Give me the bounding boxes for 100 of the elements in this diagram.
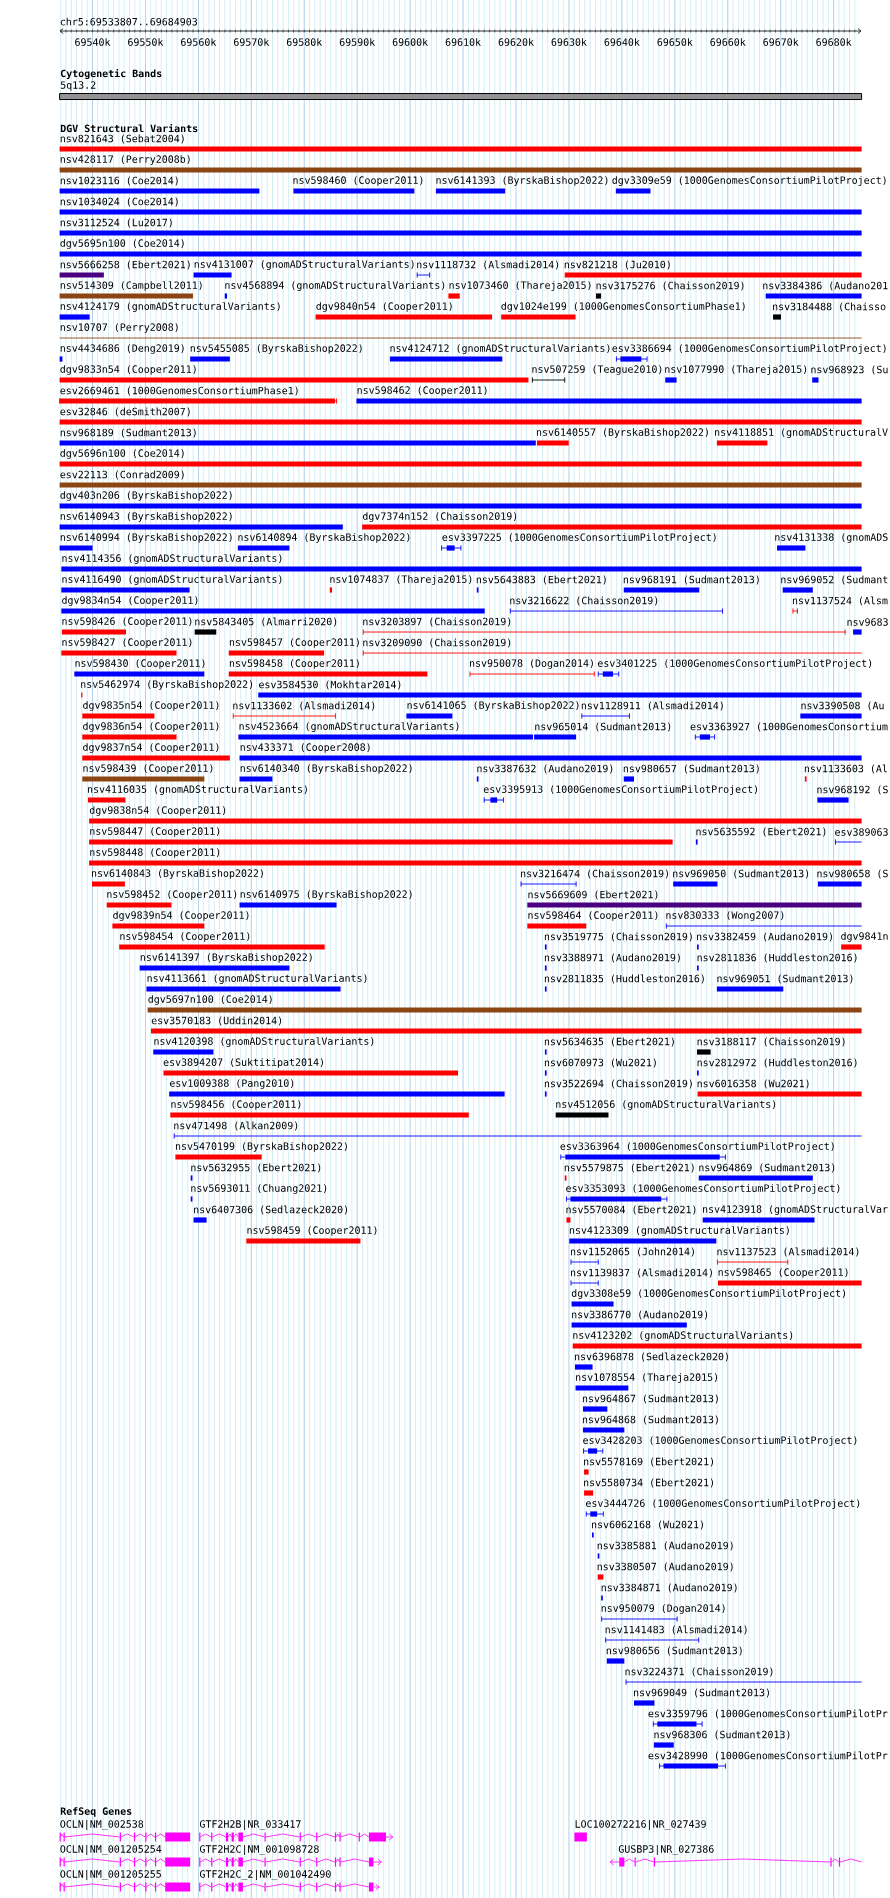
tick-label: 69550k xyxy=(128,38,164,46)
gene-label: OCLN|NM_002538 xyxy=(60,1820,144,1830)
variant-label: nsv6070973 (Wu2021) xyxy=(544,1058,656,1068)
variant-label: esv3584530 (Mokhtar2014) xyxy=(259,680,401,690)
variant-label: nsv598448 (Cooper2011) xyxy=(90,848,220,858)
variant-label: nsv598430 (Cooper2011) xyxy=(75,659,205,669)
gene-label: GUSBP3|NR_027386 xyxy=(618,1845,714,1855)
variant-label: nsv6407306 (Sedlazeck2020) xyxy=(194,1205,348,1215)
variant-label: nsv598459 (Cooper2011) xyxy=(247,1226,377,1236)
tick-label: 69570k xyxy=(233,38,270,46)
variant-label: nsv598426 (Cooper2011) xyxy=(62,617,192,627)
variant-label: nsv507259 (Teague2010) xyxy=(532,365,662,375)
variant-label: esv3401225 (1000GenomesConsortiumPilotProject) xyxy=(597,659,872,669)
variant-label: nsv3216474 (Chaisson2019) xyxy=(521,869,668,879)
variant-label: nsv6140994 (ByrskaBishop2022) xyxy=(60,533,232,543)
variant-label: nsv5580734 (Ebert2021) xyxy=(584,1478,713,1488)
variant-label: nsv3384386 (Audano201 xyxy=(763,281,888,291)
variant-label: nsv6141393 (ByrskaBishop2022) xyxy=(436,176,608,186)
variant-label: nsv4124179 (gnomADStructuralVariants) xyxy=(60,302,280,312)
variant-label: nsv514309 (Campbell2011) xyxy=(60,281,202,291)
variant-label: nsv3112524 (Lu2017) xyxy=(60,218,172,228)
variant-label: nsv968923 (Su xyxy=(811,365,888,375)
variant-label: nsv4113661 (gnomADStructuralVariants) xyxy=(147,974,367,984)
variant-label: dgv9834n54 (Cooper2011) xyxy=(62,596,198,606)
variant-label: esv389063 xyxy=(835,828,888,836)
variant-label: dgv5697n100 (Coe2014) xyxy=(148,995,272,1005)
variant-label: nsv3184488 (Chaisso xyxy=(773,302,886,312)
variant-label: esv2669461 (1000GenomesConsortiumPhase1) xyxy=(60,386,298,396)
variant-label: esv3397225 (1000GenomesConsortiumPilotProject) xyxy=(442,533,716,543)
variant-label: nsv598454 (Cooper2011) xyxy=(120,932,250,942)
variant-label: nsv6141065 (ByrskaBishop2022) xyxy=(407,701,579,711)
variant-label: nsv4123202 (gnomADStructuralVariants) xyxy=(573,1331,793,1341)
variant-label: dgv9839n54 (Cooper2011) xyxy=(113,911,249,921)
variant-label: nsv4118851 (gnomADStructuralV xyxy=(715,428,888,438)
variant-label: esv3353093 (1000GenomesConsortiumPilotProject) xyxy=(566,1184,840,1194)
variant-label: nsv4116490 (gnomADStructuralVariants) xyxy=(62,575,282,585)
variant-label: nsv598447 (Cooper2011) xyxy=(90,827,220,837)
variant-label: esv3395913 (1000GenomesConsortiumPilotProject) xyxy=(483,785,758,795)
variant-label: nsv3519775 (Chaisson2019) xyxy=(544,932,692,942)
variant-label: nsv5635592 (Ebert2021) xyxy=(696,827,826,837)
variant-label: nsv5669609 (Ebert2021) xyxy=(528,890,658,900)
variant-label: nsv968191 (Sudmant2013) xyxy=(623,575,759,585)
variant-label: nsv1077990 (Thareja2015) xyxy=(665,365,807,375)
variant-label: nsv6140557 (ByrskaBishop2022) xyxy=(536,428,708,438)
variant-label: nsv1137524 (Alsm xyxy=(792,596,888,606)
gene-label: LOC100272216|NR_027439 xyxy=(575,1820,706,1830)
variant-label: nsv5643883 (Ebert2021) xyxy=(476,575,606,585)
variant-label: nsv969051 (Sudmant2013) xyxy=(717,974,853,984)
variant-label: nsv3382459 (Audano2019) xyxy=(697,932,832,942)
variant-label: nsv9683 xyxy=(847,618,888,626)
variant-label: nsv6141397 (ByrskaBishop2022) xyxy=(140,953,312,963)
tick-label: 69610k xyxy=(445,38,481,46)
variant-label: nsv3386770 (Audano2019) xyxy=(572,1310,708,1320)
variant-label: nsv6140975 (ByrskaBishop2022) xyxy=(240,890,412,900)
gene-label: GTF2H2B|NR_033417 xyxy=(199,1820,301,1830)
variant-label: nsv598465 (Cooper2011) xyxy=(718,1268,848,1278)
variant-label: nsv821218 (Ju2010) xyxy=(564,260,670,270)
variant-label: nsv10707 (Perry2008) xyxy=(60,323,178,333)
variant-label: nsv3390508 (Au xyxy=(801,701,884,711)
variant-label: nsv965014 (Sudmant2013) xyxy=(535,722,671,732)
variant-label: nsv598452 (Cooper2011) xyxy=(107,890,237,900)
variant-label: nsv830333 (Wong2007) xyxy=(666,911,784,921)
variant-label: nsv598457 (Cooper2011) xyxy=(229,638,359,648)
variant-label: nsv980657 (Sudmant2013) xyxy=(623,764,759,774)
variant-label: nsv3522694 (Chaisson2019) xyxy=(544,1079,692,1089)
band-label: 5q13.2 xyxy=(60,81,96,91)
variant-label: nsv4123918 (gnomADStructuralVar xyxy=(703,1205,888,1215)
variant-label: nsv3385881 (Audano2019) xyxy=(597,1541,733,1551)
variant-label: nsv1078554 (Thareja2015) xyxy=(576,1373,718,1383)
variant-label: dgv5695n100 (Coe2014) xyxy=(60,239,184,249)
tick-label: 69630k xyxy=(551,38,587,46)
variant-label: nsv3384871 (Audano2019) xyxy=(601,1583,737,1593)
variant-label: dgv3308e59 (1000GenomesConsortiumPilotProject) xyxy=(571,1289,845,1299)
variant-label: nsv4124712 (gnomADStructuralVariants) xyxy=(390,344,610,354)
variant-label: nsv1139837 (Alsmadi2014) xyxy=(571,1268,712,1278)
variant-label: nsv969052 (Sudmant xyxy=(781,575,888,585)
variant-label: nsv964867 (Sudmant2013) xyxy=(582,1394,718,1404)
variant-label: esv3386694 (1000GenomesConsortiumPilotProject) xyxy=(612,344,886,354)
variant-label: nsv4123309 (gnomADStructuralVariants) xyxy=(569,1226,789,1236)
variant-label: nsv950079 (Dogan2014) xyxy=(601,1604,725,1614)
variant-label: dgv9841n xyxy=(841,932,888,942)
variant-label: dgv403n206 (ByrskaBishop2022) xyxy=(60,491,232,501)
variant-label: nsv3380507 (Audano2019) xyxy=(597,1562,733,1572)
track-title: DGV Structural Variants xyxy=(60,123,198,133)
tick-label: 69600k xyxy=(392,38,428,46)
variant-label: nsv6016358 (Wu2021) xyxy=(697,1079,809,1089)
tick-label: 69660k xyxy=(710,38,746,46)
variant-label: dgv9836n54 (Cooper2011) xyxy=(83,722,219,732)
variant-label: dgv9835n54 (Cooper2011) xyxy=(83,701,219,711)
variant-label: dgv9833n54 (Cooper2011) xyxy=(60,365,196,375)
tick-label: 69650k xyxy=(657,38,693,46)
variant-label: dgv1024e199 (1000GenomesConsortiumPhase1) xyxy=(501,302,745,312)
variant-label: nsv6140894 (ByrskaBishop2022) xyxy=(238,533,410,543)
variant-label: nsv964868 (Sudmant2013) xyxy=(582,1415,718,1425)
variant-label: nsv5843405 (Almarri2020) xyxy=(195,617,337,627)
variant-label: nsv980658 (S xyxy=(817,869,888,879)
variant-label: nsv964869 (Sudmant2013) xyxy=(699,1163,835,1173)
variant-label: esv1009388 (Pang2010) xyxy=(169,1079,294,1089)
variant-label: nsv968192 (S xyxy=(817,785,888,795)
variant-label: nsv6062168 (Wu2021) xyxy=(592,1520,703,1530)
